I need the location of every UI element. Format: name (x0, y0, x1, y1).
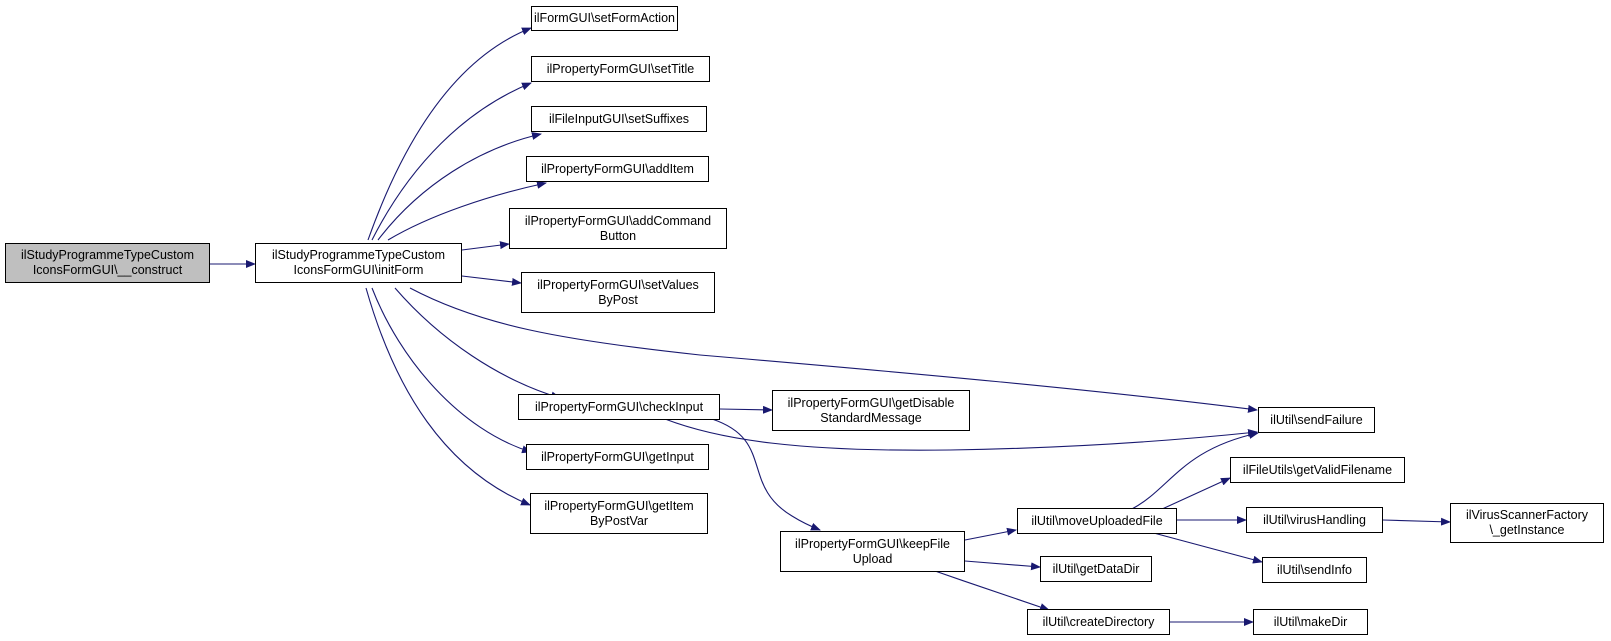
edge-moveUploadedFile-sendFailure (1129, 431, 1259, 511)
node-construct: ilStudyProgrammeTypeCustom IconsFormGUI\… (5, 243, 210, 283)
node-createDirectory[interactable]: ilUtil\createDirectory (1027, 609, 1170, 635)
edge-keepFileUpload-moveUploadedFile (964, 527, 1017, 541)
edge-initForm-setTitle (371, 82, 532, 241)
edge-initForm-getItemByPostVar (365, 287, 531, 506)
edge-initForm-addCommandButton (461, 241, 510, 251)
edge-initForm-checkInput (394, 287, 561, 400)
node-checkInput[interactable]: ilPropertyFormGUI\checkInput (518, 394, 720, 420)
node-sendInfo[interactable]: ilUtil\sendInfo (1262, 557, 1367, 583)
edge-initForm-setValuesByPost (461, 275, 522, 286)
edge-virusHandling-getInstance (1382, 517, 1451, 526)
edge-moveUploadedFile-getValidFilename (1159, 477, 1231, 511)
node-setFormAction[interactable]: ilFormGUI\setFormAction (531, 6, 678, 31)
edge-checkInput-getDisableStandardMessage (719, 405, 773, 414)
node-virusHandling[interactable]: ilUtil\virusHandling (1246, 507, 1383, 533)
node-initForm[interactable]: ilStudyProgrammeTypeCustom IconsFormGUI\… (255, 243, 462, 283)
node-setSuffixes[interactable]: ilFileInputGUI\setSuffixes (531, 106, 707, 132)
node-sendFailure[interactable]: ilUtil\sendFailure (1258, 407, 1375, 433)
edge-initForm-sendFailure (409, 287, 1258, 413)
edge-checkInput-keepFileUpload (711, 418, 821, 531)
node-keepFileUpload[interactable]: ilPropertyFormGUI\keepFile Upload (780, 531, 965, 572)
node-getInput[interactable]: ilPropertyFormGUI\getInput (526, 444, 709, 470)
node-getDataDir[interactable]: ilUtil\getDataDir (1040, 556, 1152, 582)
edge-keepFileUpload-getDataDir (964, 560, 1041, 571)
edge-moveUploadedFile-sendInfo (1149, 531, 1263, 564)
edge-checkInput-sendFailure (664, 418, 1258, 451)
node-getValidFilename[interactable]: ilFileUtils\getValidFilename (1230, 457, 1405, 483)
node-setTitle[interactable]: ilPropertyFormGUI\setTitle (531, 56, 710, 82)
node-addCommandButton[interactable]: ilPropertyFormGUI\addCommand Button (509, 208, 727, 249)
edge-initForm-addItem (387, 180, 547, 241)
node-setValuesByPost[interactable]: ilPropertyFormGUI\setValues ByPost (521, 272, 715, 313)
node-getInstance[interactable]: ilVirusScannerFactory \_getInstance (1450, 503, 1604, 543)
node-moveUploadedFile[interactable]: ilUtil\moveUploadedFile (1017, 508, 1177, 534)
node-makeDir[interactable]: ilUtil\makeDir (1253, 609, 1368, 635)
node-getItemByPostVar[interactable]: ilPropertyFormGUI\getItem ByPostVar (530, 493, 708, 534)
node-getDisableStandardMessage[interactable]: ilPropertyFormGUI\getDisable StandardMes… (772, 390, 970, 431)
node-addItem[interactable]: ilPropertyFormGUI\addItem (526, 156, 709, 182)
edge-initForm-setSuffixes (377, 132, 542, 241)
edge-keepFileUpload-createDirectory (934, 570, 1050, 611)
edge-initForm-getInput (371, 287, 532, 454)
edge-initForm-setFormAction (367, 27, 532, 241)
